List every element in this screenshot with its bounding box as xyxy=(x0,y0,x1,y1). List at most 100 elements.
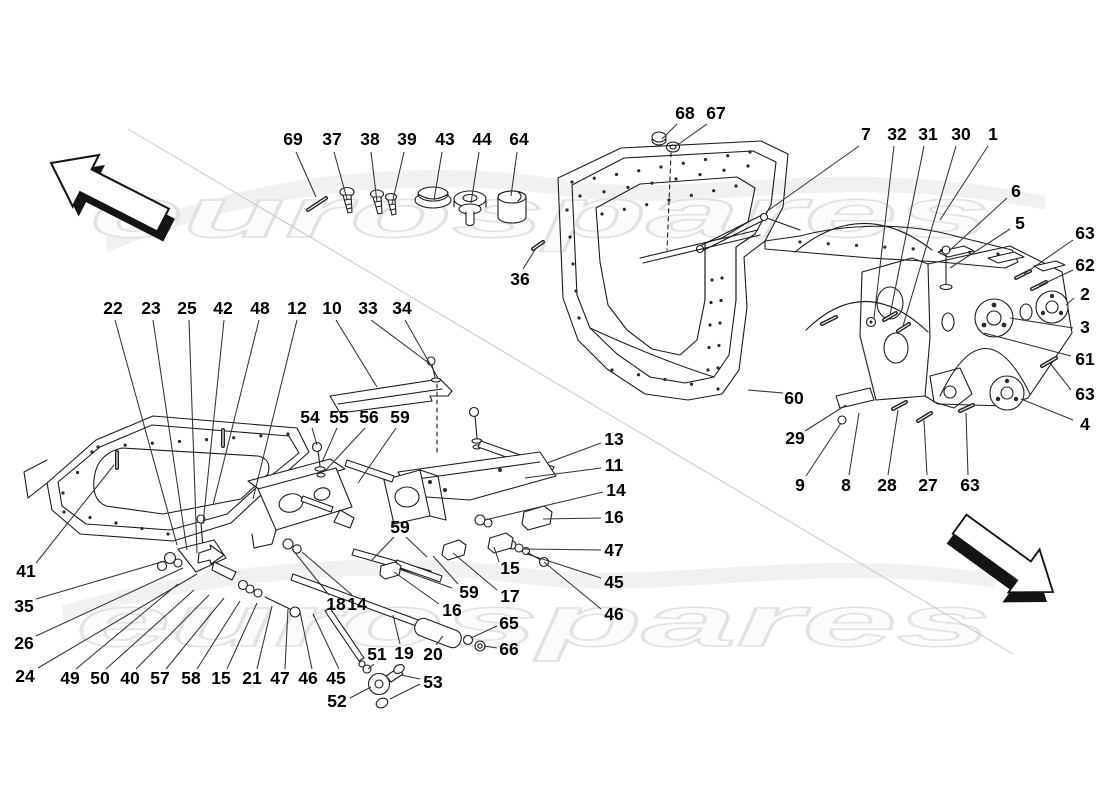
part-label-56[interactable]: 56 xyxy=(359,407,379,427)
part-label-4[interactable]: 4 xyxy=(1080,414,1090,434)
part-label-37[interactable]: 37 xyxy=(322,129,341,149)
part-label-9[interactable]: 9 xyxy=(795,475,805,495)
part-label-65[interactable]: 65 xyxy=(499,613,519,633)
part-label-51[interactable]: 51 xyxy=(367,644,387,664)
part-label-17[interactable]: 17 xyxy=(500,586,519,606)
leader-line-45 xyxy=(526,553,602,579)
rivet-dot xyxy=(61,491,65,495)
part-label-60[interactable]: 60 xyxy=(784,388,804,408)
part-label-21[interactable]: 21 xyxy=(242,668,262,688)
leader-line-26 xyxy=(35,567,184,637)
part-label-69[interactable]: 69 xyxy=(283,129,303,149)
part-label-44[interactable]: 44 xyxy=(472,129,492,149)
part-label-19[interactable]: 19 xyxy=(394,643,414,663)
part-label-68[interactable]: 68 xyxy=(675,103,695,123)
part-label-25[interactable]: 25 xyxy=(177,298,197,318)
part-label-33[interactable]: 33 xyxy=(358,298,378,318)
part-label-66[interactable]: 66 xyxy=(499,639,519,659)
part-label-7[interactable]: 7 xyxy=(861,124,871,144)
part-label-16[interactable]: 16 xyxy=(604,507,624,527)
rivet-dot xyxy=(602,190,606,194)
part-label-46[interactable]: 46 xyxy=(298,668,318,688)
part-label-67[interactable]: 67 xyxy=(706,103,725,123)
part-label-31[interactable]: 31 xyxy=(918,124,938,144)
part-label-47[interactable]: 47 xyxy=(270,668,289,688)
part-label-11[interactable]: 11 xyxy=(605,455,624,475)
part-label-20[interactable]: 20 xyxy=(423,644,443,664)
part-label-59[interactable]: 59 xyxy=(459,582,479,602)
part-label-27[interactable]: 27 xyxy=(918,475,937,495)
part-label-23[interactable]: 23 xyxy=(141,298,161,318)
part-label-10[interactable]: 10 xyxy=(322,298,342,318)
part-label-28[interactable]: 28 xyxy=(877,475,897,495)
part-label-16[interactable]: 16 xyxy=(442,600,462,620)
part-label-45[interactable]: 45 xyxy=(604,572,624,592)
part-label-62[interactable]: 62 xyxy=(1075,255,1095,275)
part-label-8[interactable]: 8 xyxy=(841,475,851,495)
part-label-48[interactable]: 48 xyxy=(250,298,270,318)
part-label-38[interactable]: 38 xyxy=(360,129,380,149)
part-label-63[interactable]: 63 xyxy=(1075,384,1095,404)
rivet-dot xyxy=(636,373,641,377)
part-label-5[interactable]: 5 xyxy=(1015,213,1025,233)
rivet-dot xyxy=(62,510,66,514)
part-label-24[interactable]: 24 xyxy=(15,666,35,686)
part-label-32[interactable]: 32 xyxy=(887,124,907,144)
part-label-42[interactable]: 42 xyxy=(213,298,233,318)
part-label-6[interactable]: 6 xyxy=(1011,181,1021,201)
part-label-55[interactable]: 55 xyxy=(329,407,349,427)
leader-line-62 xyxy=(1038,269,1074,287)
part-label-22[interactable]: 22 xyxy=(103,298,123,318)
rivet-dot xyxy=(726,154,730,158)
part-label-15[interactable]: 15 xyxy=(211,668,231,688)
part-label-34[interactable]: 34 xyxy=(392,298,412,318)
rivet-dot xyxy=(637,169,641,173)
part-label-14[interactable]: 14 xyxy=(347,594,367,614)
part-label-54[interactable]: 54 xyxy=(300,407,320,427)
part-label-35[interactable]: 35 xyxy=(14,596,34,616)
part-label-40[interactable]: 40 xyxy=(120,668,140,688)
part-label-49[interactable]: 49 xyxy=(60,668,80,688)
part-label-2[interactable]: 2 xyxy=(1080,284,1090,304)
leader-line-63 xyxy=(1023,239,1074,275)
part-label-12[interactable]: 12 xyxy=(287,298,307,318)
rivet-dot xyxy=(650,181,654,185)
part-label-30[interactable]: 30 xyxy=(951,124,971,144)
part-label-58[interactable]: 58 xyxy=(181,668,201,688)
part-label-63[interactable]: 63 xyxy=(1075,223,1095,243)
leader-line-63 xyxy=(965,412,969,476)
top-fasteners-drawing xyxy=(339,131,681,251)
part-label-53[interactable]: 53 xyxy=(423,672,443,692)
part-label-61[interactable]: 61 xyxy=(1075,349,1095,369)
leader-line-59 xyxy=(370,536,395,562)
part-label-14[interactable]: 14 xyxy=(606,480,626,500)
part-label-43[interactable]: 43 xyxy=(435,129,455,149)
part-label-26[interactable]: 26 xyxy=(14,633,34,653)
part-label-64[interactable]: 64 xyxy=(509,129,529,149)
part-label-13[interactable]: 13 xyxy=(604,429,624,449)
part-label-59[interactable]: 59 xyxy=(390,517,410,537)
part-label-36[interactable]: 36 xyxy=(510,269,530,289)
part-label-52[interactable]: 52 xyxy=(327,691,347,711)
part-label-47[interactable]: 47 xyxy=(604,540,623,560)
grommet-44 xyxy=(453,190,487,227)
part-label-15[interactable]: 15 xyxy=(500,558,520,578)
part-label-45[interactable]: 45 xyxy=(326,668,346,688)
part-label-3[interactable]: 3 xyxy=(1080,317,1090,337)
part-label-50[interactable]: 50 xyxy=(90,668,110,688)
part-label-39[interactable]: 39 xyxy=(397,129,417,149)
part-label-29[interactable]: 29 xyxy=(785,428,805,448)
part-label-63[interactable]: 63 xyxy=(960,475,980,495)
loose-pins-layer xyxy=(115,196,1058,470)
part-label-59[interactable]: 59 xyxy=(390,407,410,427)
leader-line-51 xyxy=(367,663,375,670)
leader-line-35 xyxy=(35,560,166,600)
part-label-1[interactable]: 1 xyxy=(988,124,998,144)
part-label-41[interactable]: 41 xyxy=(16,561,36,581)
rivet-dot xyxy=(614,172,619,177)
part-label-46[interactable]: 46 xyxy=(604,604,624,624)
pin-highlight xyxy=(821,316,837,325)
part-label-18[interactable]: 18 xyxy=(326,594,346,614)
part-label-57[interactable]: 57 xyxy=(150,668,169,688)
